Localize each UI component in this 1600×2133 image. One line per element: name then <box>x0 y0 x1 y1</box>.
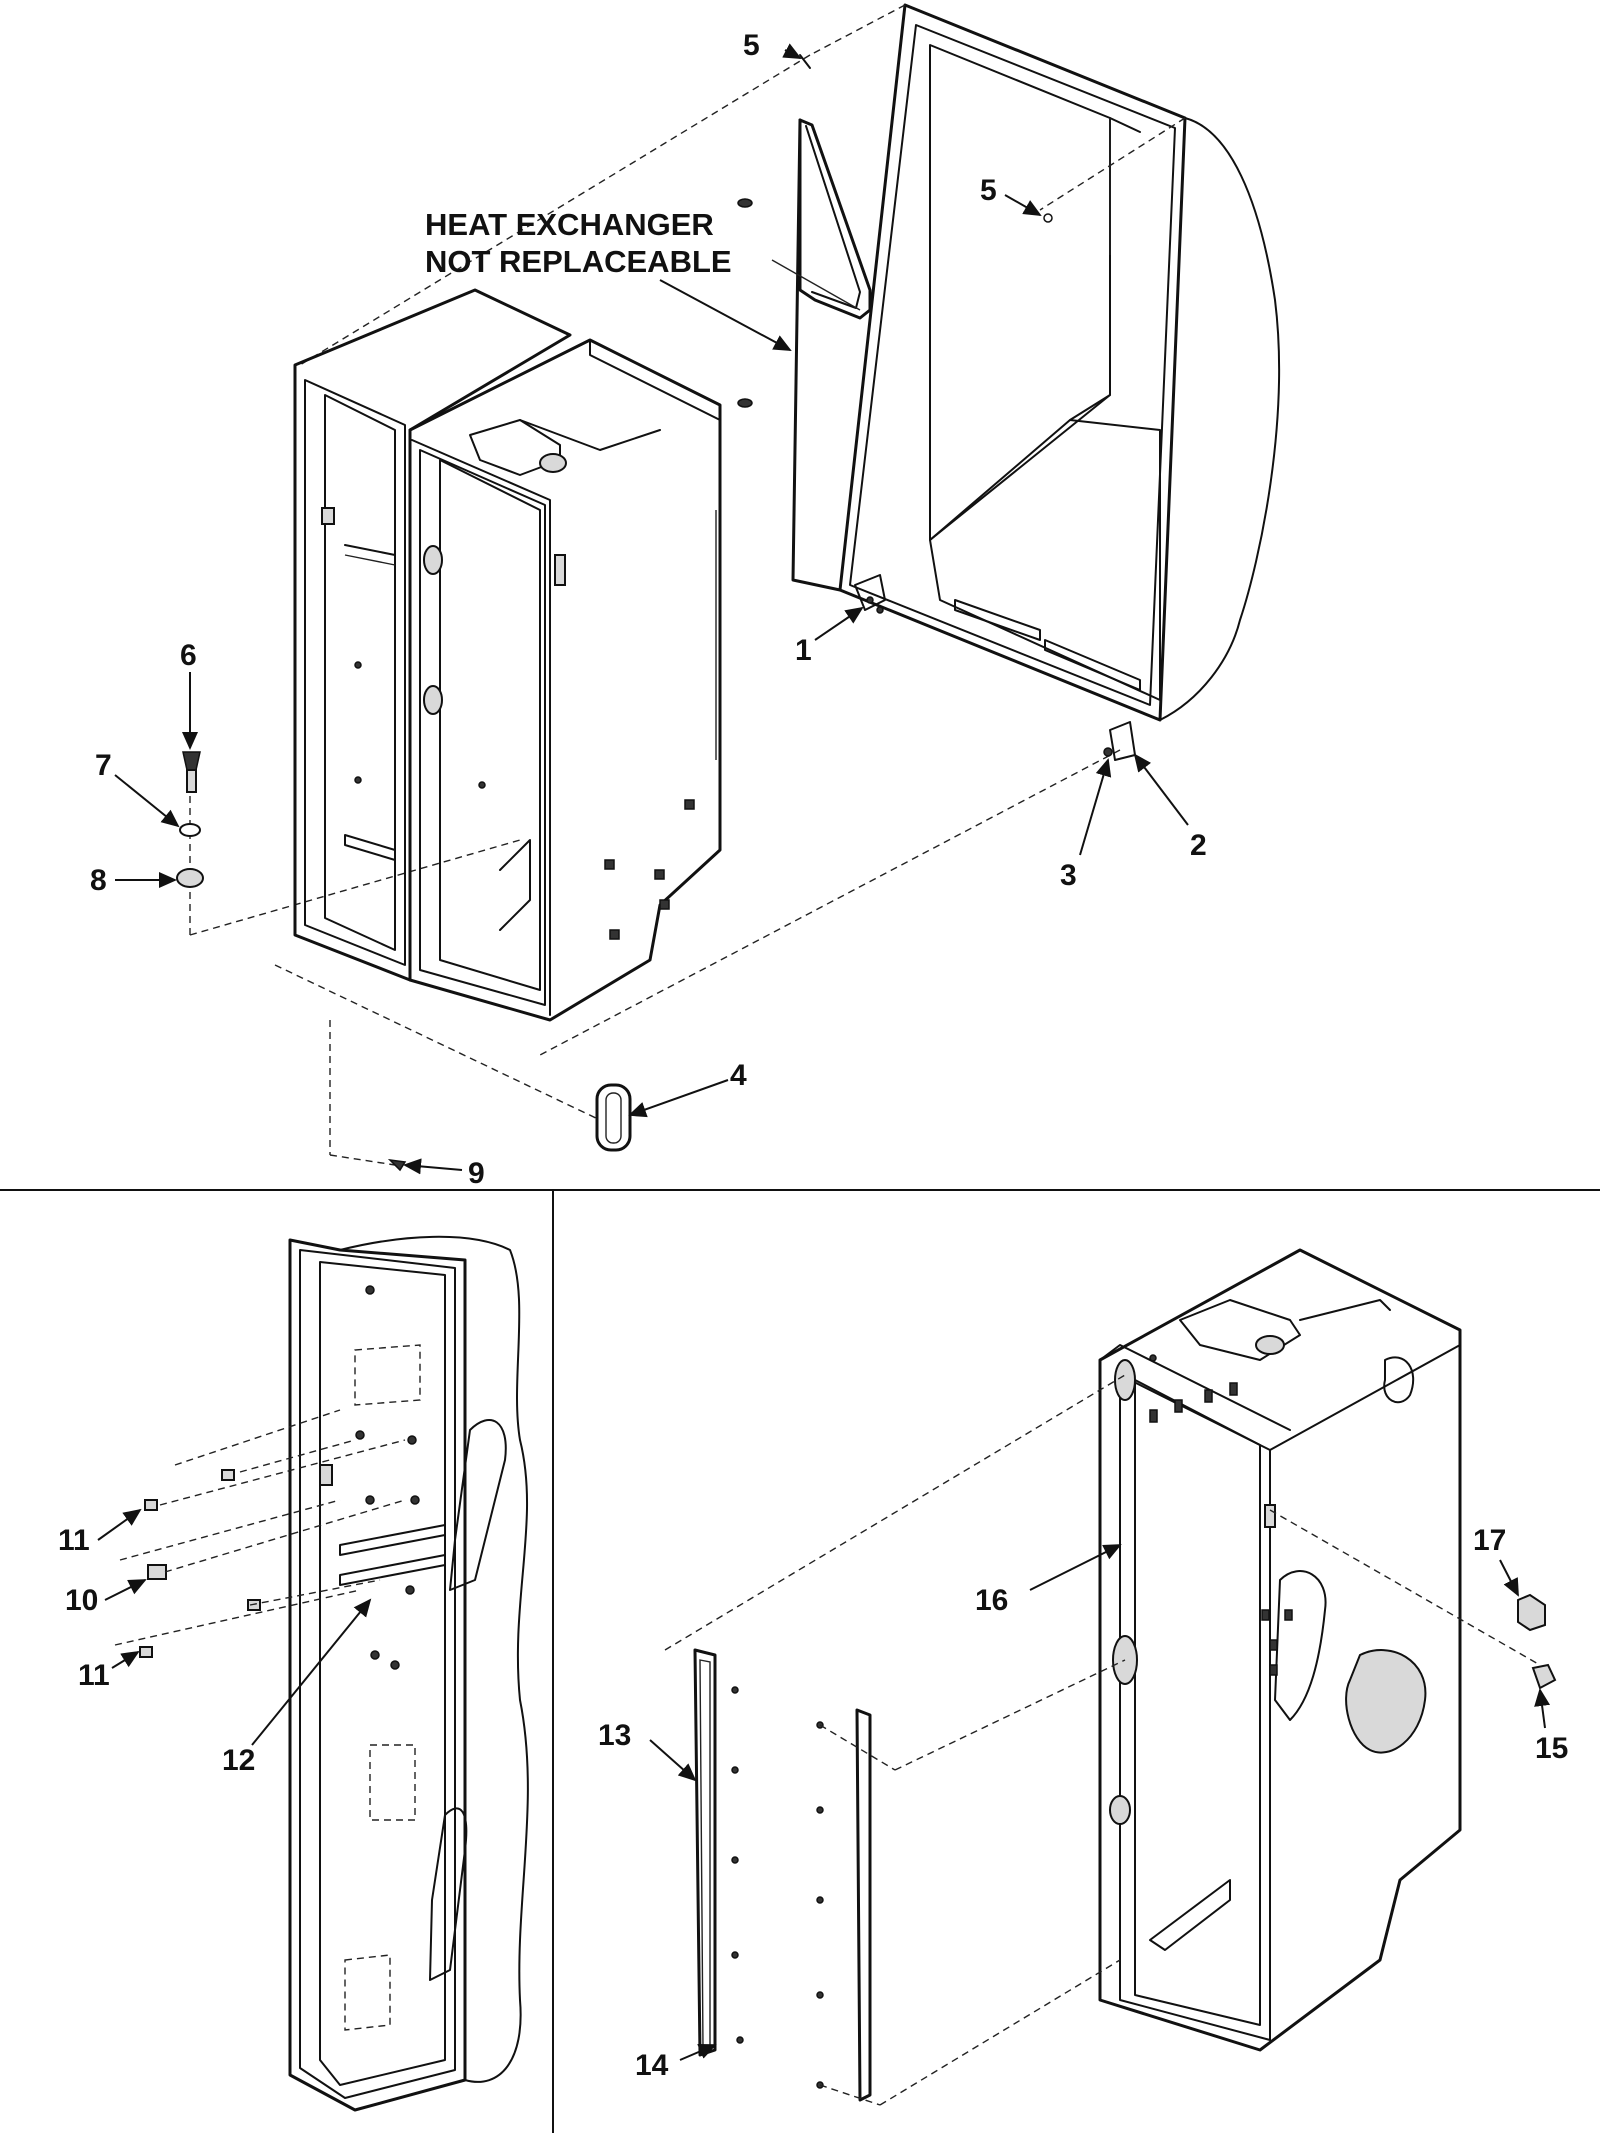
callout-13: 13 <box>598 1719 631 1752</box>
callout-2: 2 <box>1190 829 1207 862</box>
callout-7: 7 <box>95 749 112 782</box>
part-15-17 <box>1517 1593 1557 1690</box>
callout-11b: 11 <box>78 1659 110 1692</box>
callout-17: 17 <box>1473 1524 1506 1557</box>
heat-exchanger <box>737 118 872 592</box>
callout-9: 9 <box>468 1157 485 1190</box>
callouts-bottom-left: 11 10 11 12 <box>58 1508 372 1777</box>
callout-14: 14 <box>635 2049 669 2082</box>
callouts-top: 5 5 1 2 3 4 6 7 8 9 <box>90 29 1207 1190</box>
callouts-bottom-right: 16 17 15 13 14 <box>598 1524 1568 2082</box>
callout-4: 4 <box>730 1059 747 1092</box>
fresh-food-liner <box>408 338 722 1022</box>
cabinet-shell <box>838 3 1281 722</box>
callout-5a: 5 <box>743 29 760 62</box>
note-line-1: HEAT EXCHANGER <box>425 207 714 242</box>
fresh-food-liner-detail <box>1098 1248 1462 2052</box>
callout-6: 6 <box>180 639 197 672</box>
callout-16: 16 <box>975 1584 1008 1617</box>
shelf-rails <box>664 1374 1541 2106</box>
heat-exchanger-note: HEAT EXCHANGER NOT REPLACEABLE <box>425 207 792 351</box>
callout-10: 10 <box>65 1584 98 1617</box>
callout-15: 15 <box>1535 1732 1568 1765</box>
part-small-parts-top <box>176 54 1136 1172</box>
freezer-liner-detail <box>114 1235 529 2112</box>
callout-3: 3 <box>1060 859 1077 892</box>
note-line-2: NOT REPLACEABLE <box>425 244 732 279</box>
callout-8: 8 <box>90 864 107 897</box>
callout-1: 1 <box>795 634 812 667</box>
freezer-liner <box>293 288 572 982</box>
guide-lines-top <box>189 4 1186 1166</box>
callout-12: 12 <box>222 1744 255 1777</box>
callout-5b: 5 <box>980 174 997 207</box>
callout-11a: 11 <box>58 1524 90 1557</box>
section-dividers <box>0 1189 1600 2133</box>
